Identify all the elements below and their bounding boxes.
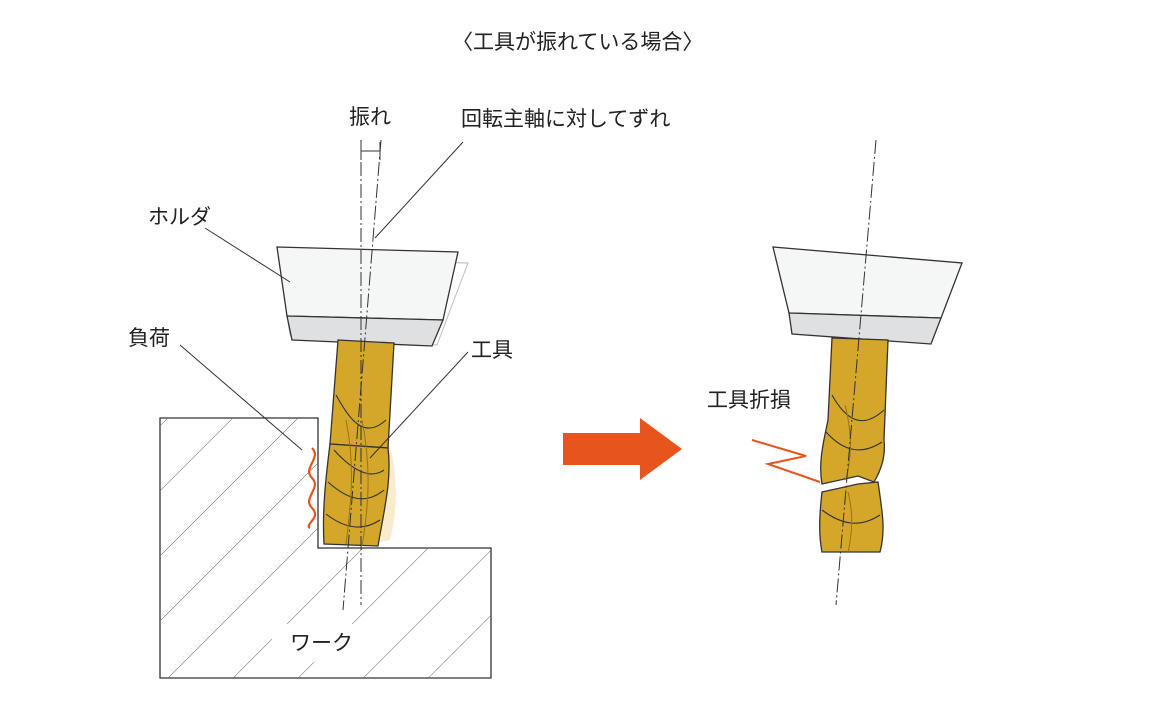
leader-tool — [369, 351, 469, 459]
tool-axis — [342, 139, 382, 611]
label-breakage: 工具折損 — [707, 388, 791, 412]
tool-right-broken — [751, 139, 889, 606]
label-workpiece: ワーク — [290, 631, 353, 655]
tool-left — [322, 339, 396, 547]
workpiece-label-box — [272, 624, 380, 662]
leader-load — [179, 344, 303, 451]
leader-lines — [179, 141, 469, 459]
tool-axis-right — [835, 139, 877, 606]
label-load: 負荷 — [128, 326, 170, 350]
leader-holder — [204, 227, 291, 283]
label-runout: 振れ — [349, 105, 391, 129]
axis-lines-left — [342, 139, 382, 611]
label-offset: 回転主軸に対してずれ — [461, 107, 671, 131]
holder-left — [276, 246, 469, 347]
leader-offset — [374, 141, 464, 239]
label-tool: 工具 — [471, 338, 513, 362]
diagram-title: 〈工具が振れている場合〉 — [452, 30, 704, 54]
label-holder: ホルダ — [148, 205, 211, 229]
break-mark — [751, 439, 821, 483]
holder-right — [772, 246, 963, 345]
load-wave — [307, 447, 317, 529]
transition-arrow — [563, 418, 682, 480]
